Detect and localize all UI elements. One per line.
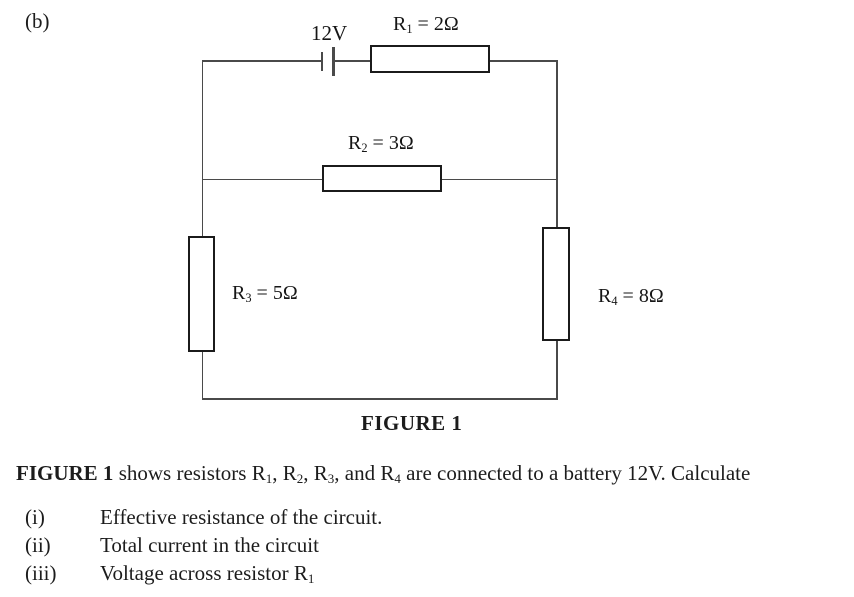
wire-mid-right [441,178,557,180]
desc-seg2: , R [272,461,297,485]
question-text: Voltage across resistor R1 [100,560,314,588]
desc-seg4: , and R [334,461,395,485]
question-text: Total current in the circuit [100,532,319,560]
question-text-sub: 1 [307,571,315,587]
resistor-r3-label: R3 = 5Ω [232,282,298,305]
question-number: (ii) [25,533,51,557]
r3-sub: 3 [245,291,252,306]
question-item-i: (i) Effective resistance of the circuit. [25,504,382,532]
desc-seg3: , R [303,461,328,485]
battery-plate-short-icon [320,52,323,71]
figure-caption: FIGURE 1 [361,411,463,435]
wire-left-lower [201,351,203,399]
r4-value: = 8Ω [617,285,664,307]
figure-ref-bold: FIGURE 1 [16,461,114,485]
desc-sub2: 2 [296,471,304,487]
r3-value: = 5Ω [251,282,298,304]
question-item-ii: (ii) Total current in the circuit [25,532,382,560]
question-item-iii: (iii) Voltage across resistor R1 [25,560,382,588]
r4-sub: 4 [611,294,618,309]
figure-description: FIGURE 1 shows resistors R1, R2, R3, and… [16,461,750,486]
desc-seg5: are connected to a battery 12V. Calculat… [400,461,751,485]
question-text-main: Effective resistance of the circuit. [100,505,383,529]
r1-value: = 2Ω [412,13,459,35]
resistor-r1-label: R1 = 2Ω [393,13,459,36]
question-text-main: Voltage across resistor R [100,561,308,585]
wire-top-mid [334,60,371,62]
wire-right-upper [556,60,558,229]
r2-value: = 3Ω [367,132,414,154]
r1-base: R [393,13,407,35]
part-label: (b) [25,9,50,33]
wire-top-left [202,60,322,62]
desc-seg1: shows resistors R [113,461,266,485]
question-number: (i) [25,505,45,529]
question-list: (i) Effective resistance of the circuit.… [25,504,382,588]
resistor-r1-box [370,45,490,73]
desc-sub1: 1 [265,471,273,487]
r4-base: R [598,285,612,307]
resistor-r3-box [188,236,215,352]
r2-base: R [348,132,362,154]
r1-sub: 1 [406,22,413,37]
resistor-r2-label: R2 = 3Ω [348,132,414,155]
question-text-main: Total current in the circuit [100,533,319,557]
wire-bottom [201,398,558,400]
r3-base: R [232,282,246,304]
question-number: (iii) [25,561,57,585]
question-text: Effective resistance of the circuit. [100,504,382,532]
r2-sub: 2 [361,141,368,156]
resistor-r2-box [322,165,442,192]
resistor-r4-box [542,227,570,341]
battery-plate-long-icon [332,47,335,76]
wire-top-right [489,60,557,62]
resistor-r4-label: R4 = 8Ω [598,285,664,308]
wire-mid-left [202,178,323,180]
wire-right-lower [556,340,558,399]
battery-label: 12V [311,21,348,45]
desc-sub4: 4 [394,471,401,487]
wire-left-upper [201,60,203,238]
desc-sub3: 3 [327,471,335,487]
